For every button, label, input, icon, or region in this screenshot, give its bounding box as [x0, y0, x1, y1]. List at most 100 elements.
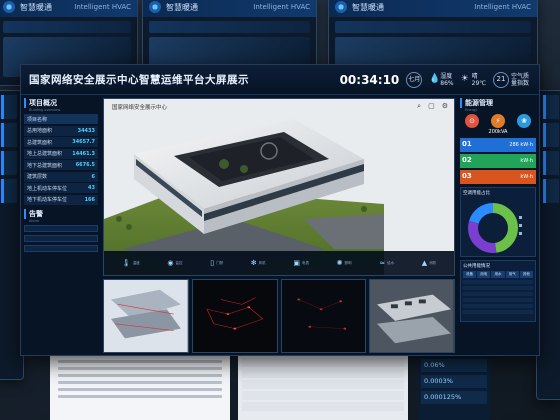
device-stat[interactable]: ▣电表	[293, 259, 309, 267]
light-icon: ✺	[336, 259, 343, 267]
plug-icon: ⚡	[491, 114, 505, 128]
stat-label: 消防	[429, 260, 437, 265]
alarm-item[interactable]	[24, 224, 98, 232]
row-key: 建筑层数	[27, 174, 48, 180]
stat-label: 门禁	[216, 260, 224, 265]
alarm-title: 告警	[24, 208, 98, 219]
center-column: 国家网络安全展示中心 ⌕ ▢ ⚙	[101, 95, 457, 355]
bg-table-row	[242, 391, 404, 400]
aqi-widget: 21 空气质量指数	[493, 71, 531, 88]
thumbnail-grid-view[interactable]	[280, 279, 367, 353]
meter-icon: ▣	[293, 259, 300, 267]
thumbnail-network-map[interactable]	[191, 279, 278, 353]
energy-kpi: ⊙	[460, 114, 484, 135]
app-logo-icon	[335, 1, 347, 13]
bar-value: kW·h	[520, 174, 533, 180]
leaf-icon: ❀	[517, 114, 531, 128]
bg-block	[543, 151, 559, 175]
row-key: 项目名称	[27, 116, 48, 123]
bg-panel-header: 智慧暖通 Intelligent HVAC	[329, 0, 537, 17]
bg-block	[543, 179, 559, 203]
gear-icon[interactable]: ⚙	[441, 102, 448, 110]
fan-icon: ✻	[250, 259, 257, 267]
device-stat[interactable]: ✻风机	[251, 259, 266, 267]
row-key: 地下总建筑面积	[27, 162, 63, 169]
bar-value: 286 kW·h	[509, 142, 533, 148]
overview-row: 地下总建筑面积 6676.5	[24, 160, 98, 170]
bg-block	[543, 123, 559, 147]
search-icon[interactable]: ⌕	[417, 102, 422, 110]
alarm-subtitle: Alarm	[29, 218, 40, 223]
stat-label: 电表	[301, 260, 309, 265]
document-icon[interactable]: ▢	[428, 102, 435, 110]
ac-energy-panel: 空调用能占比	[460, 187, 536, 257]
fire-icon: ▲	[421, 259, 428, 267]
bg-document	[50, 356, 230, 420]
door-icon: ▯	[210, 259, 215, 267]
row-key: 总建筑面积	[27, 139, 53, 146]
table-column-header[interactable]: 用气	[505, 271, 519, 278]
energy-kpis: ⊙ ⚡200kVA ❀	[460, 114, 536, 135]
device-stat[interactable]: ≈给水	[379, 259, 394, 267]
row-value: 6676.5	[75, 162, 95, 168]
aqi-label: 空气质量指数	[511, 72, 530, 87]
temperature-value: 29℃	[471, 79, 486, 87]
device-stat[interactable]: ▲消防	[422, 259, 436, 267]
stat-label: 风机	[258, 260, 266, 265]
table-title: 公共用能情况	[463, 264, 490, 269]
energy-title: 能源管理	[460, 98, 536, 108]
device-stat[interactable]: ▯门禁	[210, 259, 223, 267]
bg-table-row	[242, 369, 404, 378]
bg-stat-1: 0.0003%	[421, 375, 487, 388]
table-column-header[interactable]: 其他	[519, 271, 534, 278]
droplet-icon: 💧	[429, 74, 441, 84]
bg-row	[3, 21, 131, 33]
app-logo-icon	[149, 1, 161, 13]
device-stat[interactable]: ✺照明	[337, 259, 352, 267]
thumbnail-floor-plan[interactable]	[369, 279, 455, 353]
overview-row: 项目名称	[24, 114, 98, 124]
table-column-header[interactable]: 设备	[463, 271, 477, 278]
alarm-item[interactable]	[24, 244, 98, 252]
stat-label: 温度	[132, 260, 140, 265]
camera-icon: ◉	[167, 259, 174, 267]
building-model	[104, 99, 384, 275]
stat-label: 监控	[175, 260, 183, 265]
bg-app-sub: Intelligent HVAC	[253, 3, 310, 11]
clock: 00:34:10	[339, 72, 400, 87]
overview-title: 项目概况	[24, 98, 98, 108]
bg-panel-header: 智慧暖通 Intelligent HVAC	[143, 0, 316, 17]
bg-panel-header: 智慧暖通 Intelligent HVAC	[0, 0, 137, 17]
aqi-value: 21	[493, 71, 509, 88]
table-column-header[interactable]: 用水	[491, 271, 505, 278]
bg-app-name: 智慧暖通	[166, 2, 198, 12]
bar-value: kW·h	[520, 158, 533, 164]
row-value: 166	[84, 196, 95, 203]
bg-table-row	[242, 380, 404, 389]
device-stat[interactable]: ◉监控	[167, 259, 182, 267]
bg-app-sub: Intelligent HVAC	[74, 3, 131, 11]
weather-label: 晴	[471, 72, 478, 80]
device-stat[interactable]: 🌡温度	[122, 259, 140, 267]
bg-table-row	[242, 402, 404, 411]
3d-building-viewer[interactable]: 国家网络安全展示中心 ⌕ ▢ ⚙	[103, 98, 455, 276]
bg-app-name: 智慧暖通	[20, 2, 52, 12]
kpi-value: 200kVA	[488, 129, 508, 135]
alarm-item[interactable]	[24, 234, 98, 242]
bg-table-row	[242, 358, 404, 367]
stat-label: 照明	[344, 260, 352, 265]
table-column-header[interactable]: 用电	[477, 271, 491, 278]
row-key: 地下机动车停车位	[27, 197, 68, 203]
dashboard-title: 国家网络安全展示中心智慧运维平台大屏展示	[29, 74, 249, 86]
thumbnail-3d-wire[interactable]	[103, 279, 189, 353]
humidity-value: 86%	[440, 79, 454, 87]
